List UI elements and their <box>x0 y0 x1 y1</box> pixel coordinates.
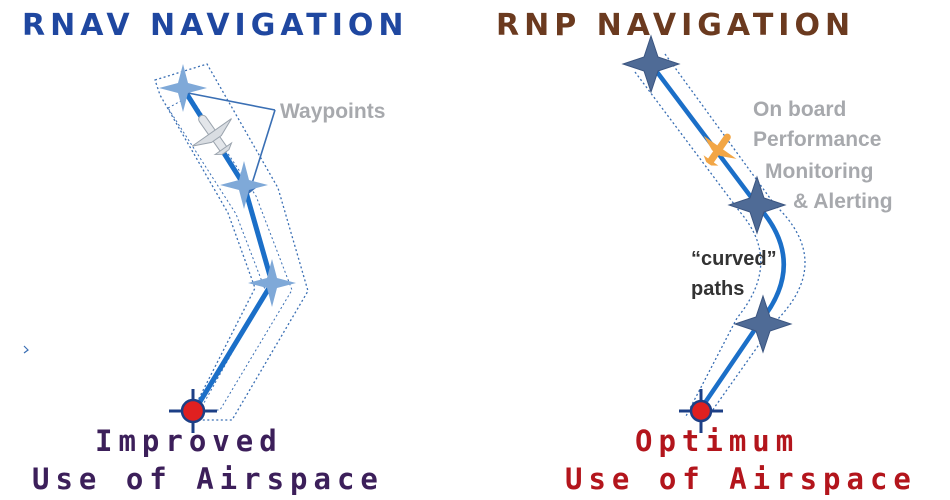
monitoring-label-line3: Monitoring <box>765 160 874 183</box>
waypoint-star-icon <box>727 175 787 235</box>
waypoint-callout-line-1 <box>187 92 276 111</box>
rnav-title: RNAV NAVIGATION <box>22 8 409 43</box>
rnp-diagram <box>621 34 806 433</box>
waypoints-label: Waypoints <box>280 100 386 123</box>
curved-paths-label-line2: paths <box>691 278 745 300</box>
rnp-corridor-inner <box>634 71 762 419</box>
rnp-panel: RNP NAVIGATION On board Performance Moni… <box>475 0 950 500</box>
monitoring-label-line1: On board <box>753 98 847 121</box>
rnav-corridor-inner <box>167 95 293 411</box>
waypoint-star-icon <box>621 34 681 94</box>
waypoint-star-icon <box>248 259 296 307</box>
rnav-diagram <box>23 63 309 433</box>
airport-marker-icon <box>679 389 723 433</box>
curved-paths-label-line1: “curved” <box>691 248 777 270</box>
rnav-flight-path <box>180 86 275 412</box>
waypoint-star-icon <box>733 294 793 354</box>
airplane-icon <box>191 114 233 156</box>
monitoring-label-line2: Performance <box>753 128 882 151</box>
airport-marker-icon <box>169 389 217 433</box>
improved-caption: Improved <box>95 424 283 458</box>
optimum-caption-line2: Use of Airspace <box>565 462 917 496</box>
rnp-corridor-outer <box>664 53 806 419</box>
waypoint-star-icon <box>159 64 207 112</box>
optimum-caption: Optimum <box>635 424 800 458</box>
waypoint-callout-line-2 <box>249 109 276 191</box>
improved-caption-line2: Use of Airspace <box>32 462 384 496</box>
edge-mark <box>23 345 29 354</box>
monitoring-label-line4: & Alerting <box>793 190 893 213</box>
rnp-title: RNP NAVIGATION <box>496 8 856 43</box>
waypoint-star-icon <box>220 161 268 209</box>
rnav-panel: RNAV NAVIGATION Waypoints Improved Use o… <box>22 8 409 496</box>
